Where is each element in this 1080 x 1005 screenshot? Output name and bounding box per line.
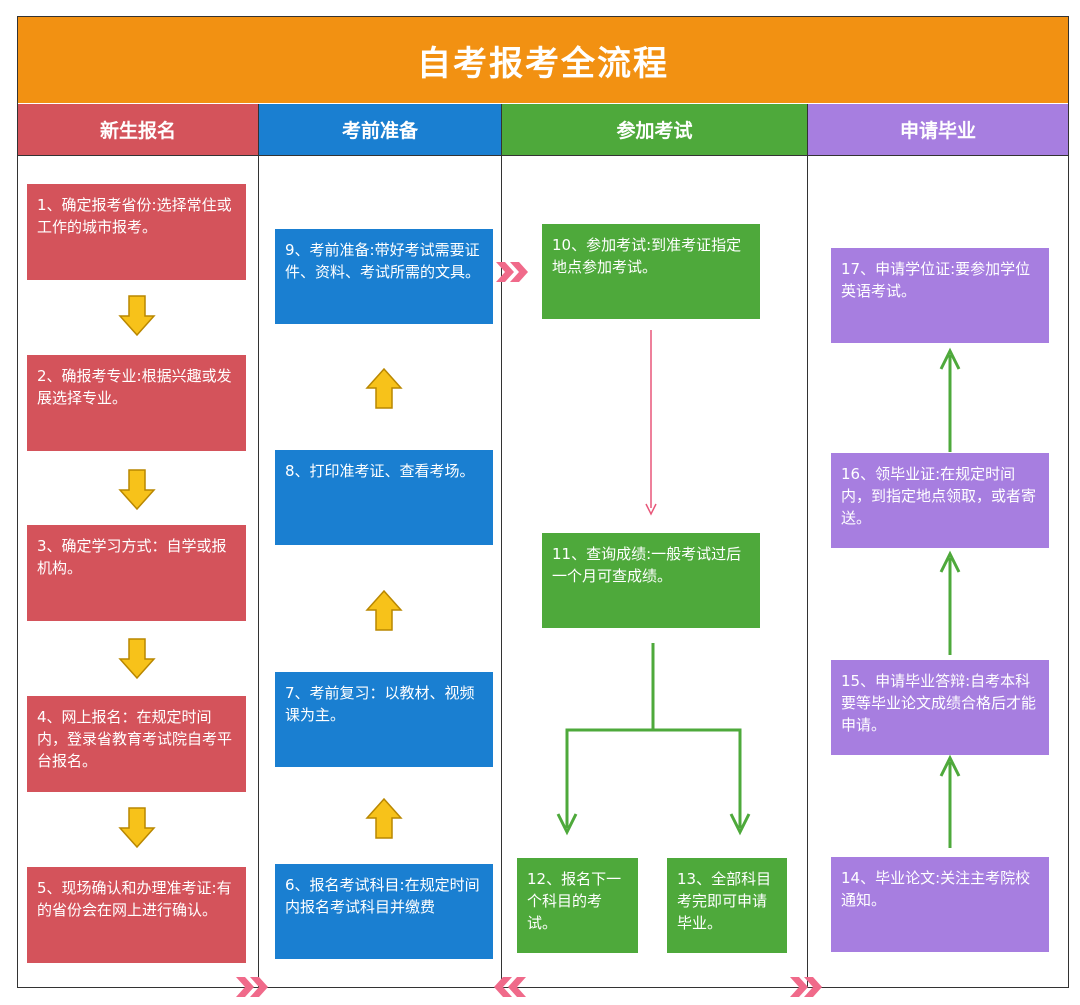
step-1-box: 1、确定报考省份:选择常住或工作的城市报考。 [27, 184, 246, 280]
step-5-box: 5、现场确认和办理准考证:有的省份会在网上进行确认。 [27, 867, 246, 963]
step-15-box: 15、申请毕业答辩:自考本科要等毕业论文成绩合格后才能申请。 [831, 660, 1049, 755]
step-2-box: 2、确报考专业:根据兴趣或发展选择专业。 [27, 355, 246, 451]
step-4-box: 4、网上报名：在规定时间内，登录省教育考试院自考平台报名。 [27, 696, 246, 792]
page-title: 自考报考全流程 [18, 17, 1068, 103]
step-17-box: 17、申请学位证:要参加学位英语考试。 [831, 248, 1049, 343]
step-6-box: 6、报名考试科目:在规定时间内报名考试科目并缴费 [275, 864, 493, 959]
column-divider [501, 104, 502, 988]
column-header-preparation: 考前准备 [259, 104, 501, 156]
step-13-box: 13、全部科目考完即可申请毕业。 [667, 858, 787, 953]
step-3-box: 3、确定学习方式：自学或报机构。 [27, 525, 246, 621]
outer-frame [17, 16, 1069, 988]
column-divider [807, 104, 808, 988]
column-header-registration: 新生报名 [18, 104, 258, 156]
column-divider [258, 104, 259, 988]
step-9-box: 9、考前准备:带好考试需要证件、资料、考试所需的文具。 [275, 229, 493, 324]
step-12-box: 12、报名下一个科目的考试。 [517, 858, 638, 953]
step-8-box: 8、打印准考证、查看考场。 [275, 450, 493, 545]
step-14-box: 14、毕业论文:关注主考院校通知。 [831, 857, 1049, 952]
column-header-exam: 参加考试 [502, 104, 807, 156]
step-7-box: 7、考前复习：以教材、视频课为主。 [275, 672, 493, 767]
column-header-graduation: 申请毕业 [808, 104, 1068, 156]
step-11-box: 11、查询成绩:一般考试过后一个月可查成绩。 [542, 533, 760, 628]
step-16-box: 16、领毕业证:在规定时间内，到指定地点领取，或者寄送。 [831, 453, 1049, 548]
step-10-box: 10、参加考试:到准考证指定地点参加考试。 [542, 224, 760, 319]
